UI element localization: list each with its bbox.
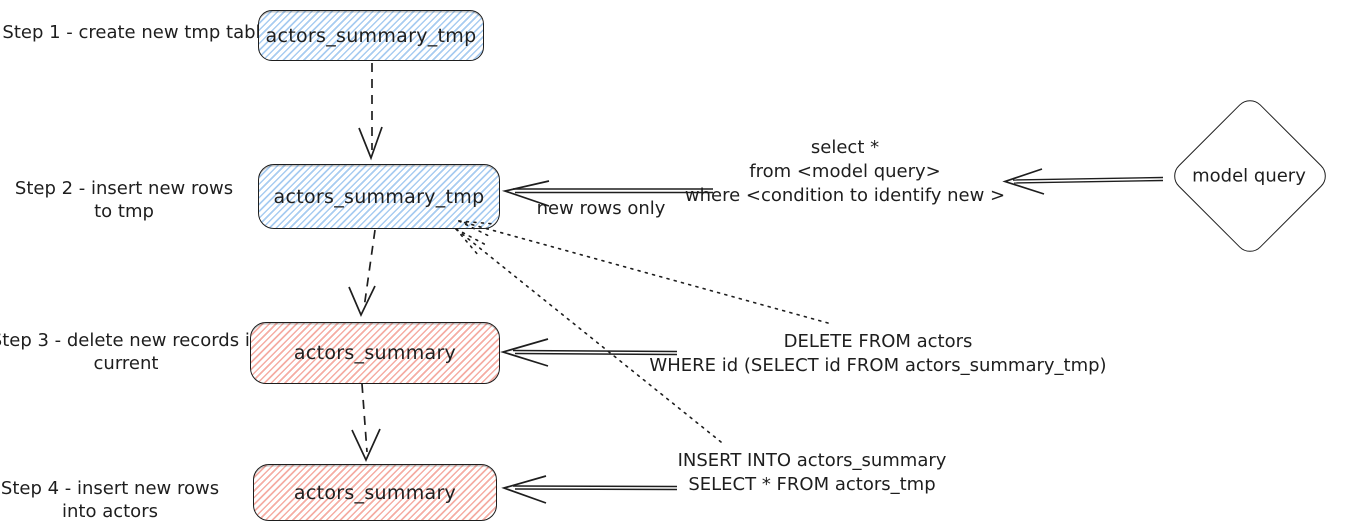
- step3-label-line1: Step 3 - delete new records in: [0, 330, 262, 351]
- step1-label-line1: Step 1 - create new tmp table: [2, 22, 272, 43]
- step2-label: Step 2 - insert new rows to tmp: [15, 177, 233, 223]
- delete-query-line2: WHERE id (SELECT id FROM actors_summary_…: [649, 355, 1107, 376]
- node-step3-label: actors_summary: [293, 342, 457, 364]
- insert-query-line1: INSERT INTO actors_summary: [677, 450, 947, 471]
- step4-label-line1: Step 4 - insert new rows: [0, 478, 220, 499]
- insert-query-line2: SELECT * FROM actors_tmp: [688, 474, 936, 495]
- select-query-annotation: select * from <model query> where <condi…: [685, 136, 1005, 208]
- select-query-line2: from <model query>: [749, 161, 941, 182]
- node-step4-label: actors_summary: [293, 481, 457, 504]
- insert-query-annotation: INSERT INTO actors_summary SELECT * FROM…: [678, 449, 947, 497]
- step3-label: Step 3 - delete new records in current: [0, 329, 261, 375]
- node-step2-actors-summary-tmp: actors_summary_tmp: [258, 164, 500, 229]
- node-step3-actors-summary: actors_summary: [250, 322, 500, 384]
- arrow-model-query-to-select: [1002, 168, 1164, 195]
- arrow-insert-query-to-summary: [501, 475, 678, 504]
- select-query-line1: select *: [810, 137, 880, 158]
- node-step1-label: actors_summary_tmp: [265, 24, 477, 47]
- arrow-step3-to-step4: [351, 383, 381, 463]
- new-rows-only-label: new rows only: [536, 198, 666, 219]
- step4-label: Step 4 - insert new rows into actors: [1, 477, 219, 523]
- step2-label-line1: Step 2 - insert new rows: [14, 178, 234, 199]
- dotted-arrow-delete-to-tmp-corner: [458, 220, 829, 324]
- delete-query-annotation: DELETE FROM actors WHERE id (SELECT id F…: [649, 330, 1106, 378]
- model-query-label: model query: [1192, 165, 1306, 187]
- step1-label: Step 1 - create new tmp table: [2, 21, 271, 44]
- select-query-line3: where <condition to identify new >: [684, 185, 1006, 206]
- step2-label-line2: to tmp: [94, 201, 154, 222]
- node-step1-actors-summary-tmp: actors_summary_tmp: [258, 10, 484, 61]
- step3-label-line2: current: [93, 353, 159, 374]
- arrow-step1-to-step2: [358, 63, 383, 161]
- arrow-step2-to-step3: [348, 229, 376, 318]
- node-step4-actors-summary: actors_summary: [253, 464, 497, 521]
- step4-label-line2: into actors: [62, 501, 158, 522]
- delete-query-line1: DELETE FROM actors: [783, 331, 973, 352]
- node-step2-label: actors_summary_tmp: [273, 185, 485, 208]
